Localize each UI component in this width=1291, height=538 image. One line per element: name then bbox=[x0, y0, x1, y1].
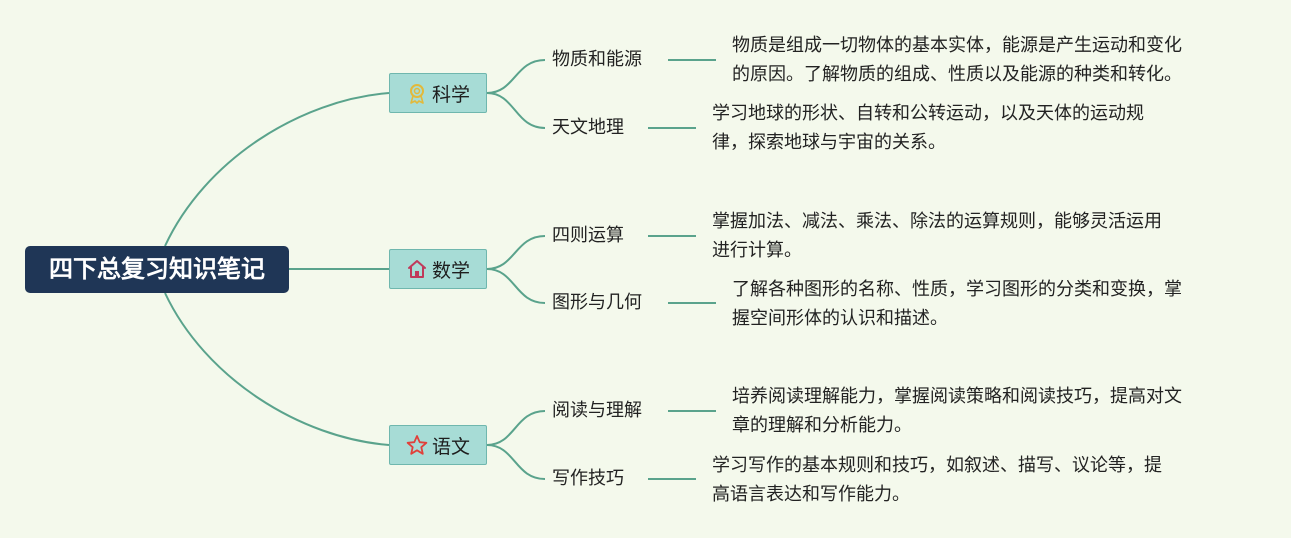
description-line: 高语言表达和写作能力。 bbox=[712, 484, 910, 505]
description-line: 章的理解和分析能力。 bbox=[732, 415, 912, 436]
connector-math-item-1 bbox=[486, 235, 546, 270]
connector-math-item-2 bbox=[486, 268, 546, 304]
description-line: 物质是组成一切物体的基本实体，能源是产生运动和变化 bbox=[732, 35, 1182, 56]
topic-description: 学习地球的形状、自转和公转运动，以及天体的运动规 律，探索地球与宇宙的关系。 bbox=[712, 99, 1232, 157]
description-line: 握空间形体的认识和描述。 bbox=[732, 308, 948, 329]
connector-chinese-item-1 bbox=[486, 410, 546, 446]
home-icon bbox=[406, 258, 428, 280]
medal-icon bbox=[406, 82, 428, 104]
connector-root-chinese bbox=[164, 292, 390, 446]
description-line: 学习地球的形状、自转和公转运动，以及天体的运动规 bbox=[712, 103, 1144, 124]
topic-description: 学习写作的基本规则和技巧，如叙述、描写、议论等，提 高语言表达和写作能力。 bbox=[712, 451, 1232, 509]
category-science[interactable]: 科学 bbox=[389, 73, 487, 113]
category-math[interactable]: 数学 bbox=[389, 249, 487, 289]
description-line: 的原因。了解物质的组成、性质以及能源的种类和转化。 bbox=[732, 64, 1182, 85]
connector-science-item-1 bbox=[486, 59, 546, 94]
category-label: 科学 bbox=[431, 83, 470, 106]
connector-root-science bbox=[164, 92, 390, 247]
root-node[interactable]: 四下总复习知识笔记 bbox=[25, 246, 289, 293]
topic-science-astronomy-geography[interactable]: 天文地理 bbox=[552, 117, 624, 138]
topic-chinese-writing[interactable]: 写作技巧 bbox=[552, 468, 624, 489]
topic-description: 培养阅读理解能力，掌握阅读策略和阅读技巧，提高对文 章的理解和分析能力。 bbox=[732, 382, 1252, 440]
connector-science-item-2 bbox=[486, 92, 546, 129]
star-icon bbox=[406, 434, 428, 456]
description-line: 进行计算。 bbox=[712, 240, 802, 261]
description-line: 律，探索地球与宇宙的关系。 bbox=[712, 132, 946, 153]
root-title: 四下总复习知识笔记 bbox=[49, 255, 265, 283]
topic-description: 物质是组成一切物体的基本实体，能源是产生运动和变化 的原因。了解物质的组成、性质… bbox=[732, 31, 1252, 89]
topic-math-geometry[interactable]: 图形与几何 bbox=[552, 292, 642, 313]
category-label: 语文 bbox=[431, 435, 470, 458]
description-line: 学习写作的基本规则和技巧，如叙述、描写、议论等，提 bbox=[712, 455, 1162, 476]
topic-chinese-reading[interactable]: 阅读与理解 bbox=[552, 400, 642, 421]
category-chinese[interactable]: 语文 bbox=[389, 425, 487, 465]
description-line: 培养阅读理解能力，掌握阅读策略和阅读技巧，提高对文 bbox=[732, 386, 1182, 407]
topic-description: 了解各种图形的名称、性质，学习图形的分类和变换，掌 握空间形体的认识和描述。 bbox=[732, 275, 1252, 333]
connector-chinese-item-2 bbox=[486, 444, 546, 480]
topic-science-matter-energy[interactable]: 物质和能源 bbox=[552, 49, 642, 70]
description-line: 掌握加法、减法、乘法、除法的运算规则，能够灵活运用 bbox=[712, 211, 1162, 232]
category-label: 数学 bbox=[431, 259, 470, 282]
description-line: 了解各种图形的名称、性质，学习图形的分类和变换，掌 bbox=[732, 279, 1182, 300]
topic-description: 掌握加法、减法、乘法、除法的运算规则，能够灵活运用 进行计算。 bbox=[712, 207, 1232, 265]
topic-math-arithmetic[interactable]: 四则运算 bbox=[552, 225, 624, 246]
